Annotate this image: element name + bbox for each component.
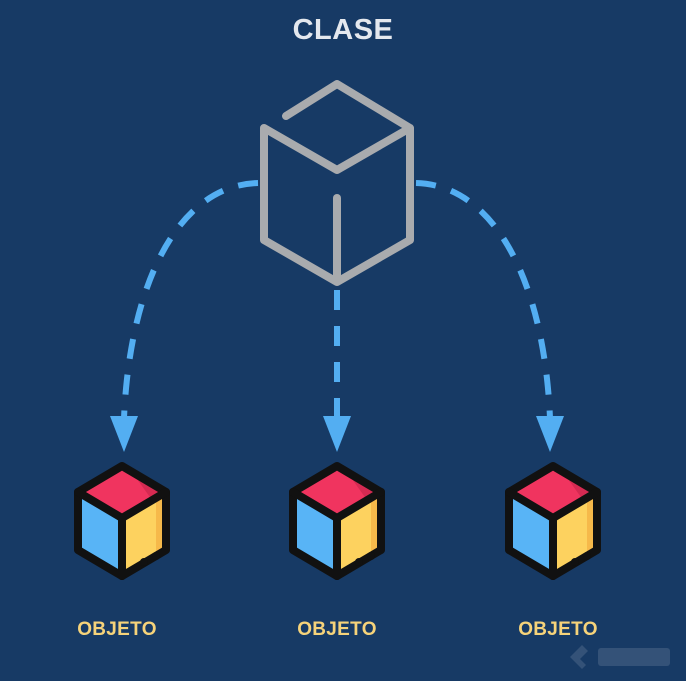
object-label-1: OBJETO	[77, 619, 157, 640]
arrow-head-center	[323, 416, 351, 452]
arrow-head-right	[536, 416, 564, 452]
object-cube-icon-1	[78, 466, 166, 576]
arrow-right	[415, 180, 553, 419]
object-label-2: OBJETO	[297, 619, 377, 640]
class-title: CLASE	[292, 14, 394, 46]
object-label-3: OBJETO	[518, 619, 598, 640]
arrow-head-left	[110, 416, 138, 452]
class-cube-icon	[260, 80, 414, 286]
object-cube-icon-3	[509, 466, 597, 576]
arrow-left	[121, 180, 259, 419]
object-cube-icon-2	[293, 466, 381, 576]
watermark-logo	[570, 645, 670, 669]
